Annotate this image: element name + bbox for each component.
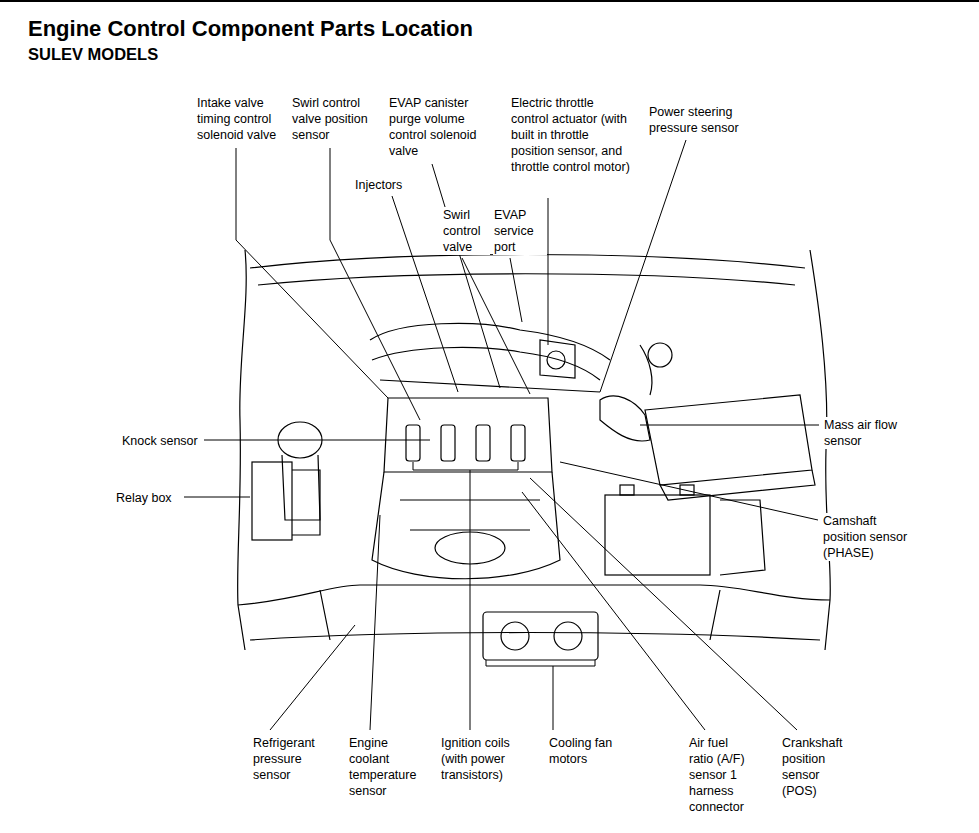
drawing-stroke xyxy=(250,255,805,269)
intake-manifold xyxy=(370,323,672,395)
part-label: Injectors xyxy=(354,177,426,193)
drawing-stroke xyxy=(238,250,247,605)
drawing-stroke xyxy=(250,633,820,641)
drawing-stroke xyxy=(648,343,672,367)
drawing-stroke xyxy=(282,455,320,520)
drawing-stroke xyxy=(258,274,795,285)
part-label: Refrigerant pressure sensor xyxy=(252,735,324,783)
page-title: Engine Control Component Parts Location xyxy=(28,16,473,42)
drawing-stroke xyxy=(720,500,765,575)
drawing-stroke xyxy=(640,345,652,395)
engine-block xyxy=(372,398,560,579)
drawing-stroke xyxy=(522,492,705,730)
drawing-stroke xyxy=(560,462,818,520)
part-label: EVAP service port xyxy=(493,207,547,255)
part-label: Electric throttle control actuator (with… xyxy=(510,95,632,175)
part-label: Relay box xyxy=(115,490,173,506)
drawing-stroke xyxy=(547,351,565,369)
drawing-stroke xyxy=(370,515,380,730)
drawing-stroke xyxy=(680,485,694,495)
drawing-stroke xyxy=(620,485,634,495)
drawing-stroke xyxy=(238,585,830,605)
drawing-stroke xyxy=(486,660,595,730)
drawing-stroke xyxy=(554,622,582,650)
part-label: Knock sensor xyxy=(121,433,199,449)
subtitle: SULEV MODELS xyxy=(28,44,158,64)
part-label: Swirl control valve xyxy=(442,207,490,255)
part-label: EVAP canister purge volume control solen… xyxy=(388,95,478,159)
drawing-stroke xyxy=(432,164,500,388)
drawing-stroke xyxy=(270,625,355,730)
drawing-stroke xyxy=(476,425,490,461)
drawing-stroke xyxy=(510,258,522,322)
part-label: Crankshaft position sensor (POS) xyxy=(781,735,849,799)
drawing-stroke xyxy=(320,590,720,640)
drawing-stroke xyxy=(483,612,598,660)
top-rule xyxy=(0,0,979,2)
part-label: Engine coolant temperature sensor xyxy=(348,735,422,799)
drawing-stroke xyxy=(540,340,575,378)
drawing-stroke xyxy=(640,425,819,426)
drawing-stroke xyxy=(204,440,430,441)
relay-box-shape xyxy=(252,462,320,540)
drawing-stroke xyxy=(252,462,292,540)
drawing-stroke xyxy=(511,425,525,461)
part-label: Cooling fan motors xyxy=(548,735,620,767)
drawing-stroke xyxy=(645,395,812,485)
air-cleaner-box xyxy=(600,395,815,500)
drawing-stroke xyxy=(372,472,560,579)
drawing-stroke xyxy=(501,622,529,650)
drawing-stroke xyxy=(600,396,650,441)
drawing-stroke xyxy=(441,425,455,461)
part-label: Air fuel ratio (A/F) sensor 1 harness co… xyxy=(688,735,754,815)
leader-lines xyxy=(184,140,819,730)
drawing-stroke xyxy=(372,347,600,380)
ignition-coil-shapes xyxy=(406,425,525,461)
drawing-stroke xyxy=(530,478,797,730)
drawing-stroke xyxy=(660,470,815,500)
cooling-fan-shroud xyxy=(483,612,598,660)
part-label: Ignition coils (with power transistors) xyxy=(440,735,537,783)
part-label: Intake valve timing control solenoid val… xyxy=(196,95,293,143)
part-label: Mass air flow sensor xyxy=(823,417,900,449)
drawing-stroke xyxy=(384,398,552,472)
drawing-stroke xyxy=(292,470,320,535)
drawing-stroke xyxy=(462,258,530,394)
body-outline xyxy=(238,250,831,650)
coolant-reservoir xyxy=(278,422,322,520)
drawing-stroke xyxy=(600,140,686,392)
drawing-stroke xyxy=(548,198,549,345)
drawing-stroke xyxy=(413,462,518,730)
battery xyxy=(605,485,765,575)
part-label: Camshaft position sensor (PHASE) xyxy=(822,513,922,561)
part-label: Swirl control valve position sensor xyxy=(291,95,378,143)
part-label: Power steering pressure sensor xyxy=(648,104,775,136)
drawing-stroke xyxy=(406,425,420,461)
drawing-stroke xyxy=(184,497,250,498)
drawing-stroke xyxy=(238,600,830,650)
drawing-stroke xyxy=(380,380,600,392)
